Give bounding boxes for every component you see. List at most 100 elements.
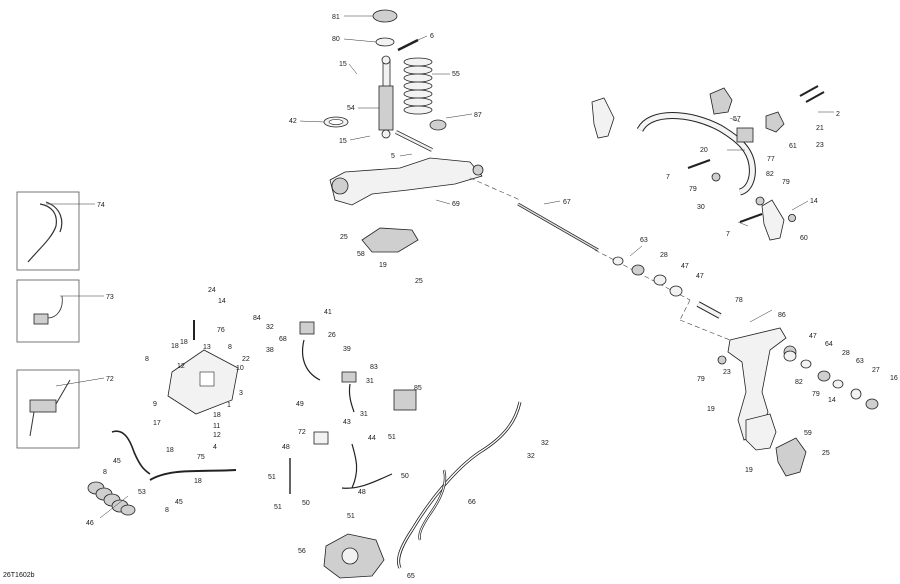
callout-label: 25 bbox=[340, 234, 348, 241]
bearing-47a-part bbox=[653, 274, 667, 286]
callout-label: 48 bbox=[282, 444, 290, 451]
bolt-2a-part bbox=[799, 85, 819, 97]
callout-label: 43 bbox=[343, 419, 351, 426]
callout-label: 56 bbox=[298, 548, 306, 555]
callout-label: 32 bbox=[541, 440, 549, 447]
bearing-right-64 bbox=[800, 359, 812, 369]
ring-42-inner bbox=[328, 119, 344, 125]
callout-label: 50 bbox=[302, 500, 310, 507]
callout-label: 58 bbox=[357, 251, 365, 258]
callout-label: 63 bbox=[856, 358, 864, 365]
coil-spring-part bbox=[403, 57, 433, 115]
stabilizer-bar-part bbox=[636, 112, 756, 196]
callout-label: 10 bbox=[236, 365, 244, 372]
callout-label: 7 bbox=[726, 231, 730, 238]
callout-label: 4 bbox=[213, 444, 217, 451]
callout-label: 59 bbox=[804, 430, 812, 437]
callout-label: 82 bbox=[795, 379, 803, 386]
callout-label: 47 bbox=[809, 333, 817, 340]
bolt-6-part bbox=[397, 38, 419, 52]
shock-absorber-part bbox=[378, 55, 394, 139]
bearing-right-16 bbox=[865, 398, 879, 410]
brake-line-45 bbox=[111, 430, 151, 475]
callout-label: 21 bbox=[816, 125, 824, 132]
callout-label: 1 bbox=[227, 402, 231, 409]
callout-label: 15 bbox=[339, 138, 347, 145]
callout-label: 23 bbox=[723, 369, 731, 376]
callout-label: 18 bbox=[194, 478, 202, 485]
inset-74-box bbox=[16, 191, 80, 271]
callout-label: 32 bbox=[527, 453, 535, 460]
callout-label: 51 bbox=[274, 504, 282, 511]
callout-label: 72 bbox=[298, 429, 306, 436]
callout-label: 27 bbox=[872, 367, 880, 374]
bearing-63-part bbox=[612, 256, 624, 266]
callout-label: 53 bbox=[138, 489, 146, 496]
callout-label: 80 bbox=[332, 36, 340, 43]
callout-label: 84 bbox=[253, 315, 261, 322]
bushing-77-part bbox=[736, 127, 754, 143]
knuckle-part bbox=[745, 413, 777, 451]
callout-label: 77 bbox=[767, 156, 775, 163]
callout-label: 25 bbox=[822, 450, 830, 457]
callout-label: 64 bbox=[825, 341, 833, 348]
link-60-part bbox=[761, 199, 785, 241]
inset-73-box bbox=[16, 279, 80, 343]
hose-66b-part bbox=[418, 469, 447, 541]
callout-label: 22 bbox=[242, 356, 250, 363]
callout-label: 39 bbox=[343, 346, 351, 353]
callout-label: 6 bbox=[430, 33, 434, 40]
hose-66-part bbox=[397, 401, 522, 569]
skid-plate-part bbox=[361, 227, 419, 253]
bearing-right-63 bbox=[832, 379, 844, 389]
callout-label: 60 bbox=[800, 235, 808, 242]
wire-68 bbox=[301, 339, 321, 381]
callout-label: 14 bbox=[218, 298, 226, 305]
callout-label: 8 bbox=[165, 507, 169, 514]
bearing-right-28 bbox=[817, 370, 831, 382]
callout-label: 31 bbox=[360, 411, 368, 418]
nut-79-part bbox=[711, 172, 721, 182]
bearing-47b-part bbox=[669, 285, 683, 297]
brake-line-75 bbox=[149, 469, 237, 481]
callout-label: 81 bbox=[332, 14, 340, 21]
callout-label: 75 bbox=[197, 454, 205, 461]
spring-seat-part bbox=[372, 9, 398, 23]
callout-label: 66 bbox=[468, 499, 476, 506]
callout-label: 79 bbox=[812, 391, 820, 398]
callout-label: 79 bbox=[689, 186, 697, 193]
bolt-7b-part bbox=[739, 213, 763, 223]
callout-label: 14 bbox=[810, 198, 818, 205]
callout-label: 73 bbox=[106, 294, 114, 301]
callout-label: 32 bbox=[266, 324, 274, 331]
bearing-28-part bbox=[631, 264, 645, 276]
callout-label: 67 bbox=[563, 199, 571, 206]
callout-label: 45 bbox=[113, 458, 121, 465]
callout-label: 19 bbox=[745, 467, 753, 474]
callout-label: 48 bbox=[358, 489, 366, 496]
document-reference: 26T1602b bbox=[3, 572, 35, 579]
callout-label: 86 bbox=[778, 312, 786, 319]
callout-label: 69 bbox=[452, 201, 460, 208]
callout-label: 45 bbox=[175, 499, 183, 506]
callout-label: 42 bbox=[289, 118, 297, 125]
callout-label: 82 bbox=[766, 171, 774, 178]
skid-plate-right-part bbox=[775, 437, 807, 477]
callout-label: 8 bbox=[145, 356, 149, 363]
callout-label: 46 bbox=[86, 520, 94, 527]
callout-label: 11 bbox=[213, 423, 220, 430]
wire-44 bbox=[351, 443, 358, 489]
callout-label: 51 bbox=[268, 474, 276, 481]
callout-label: 14 bbox=[828, 397, 836, 404]
callout-label: 85 bbox=[414, 385, 422, 392]
callout-label: 12 bbox=[213, 432, 221, 439]
callout-label: 8 bbox=[103, 469, 107, 476]
callout-label: 3 bbox=[239, 390, 243, 397]
callout-label: 47 bbox=[696, 273, 704, 280]
callout-label: 78 bbox=[735, 297, 743, 304]
callout-label: 28 bbox=[842, 350, 850, 357]
module-85-part bbox=[393, 389, 417, 411]
callout-label: 8 bbox=[228, 344, 232, 351]
callout-label: 87 bbox=[474, 112, 482, 119]
bellows-boot-part bbox=[87, 481, 136, 516]
